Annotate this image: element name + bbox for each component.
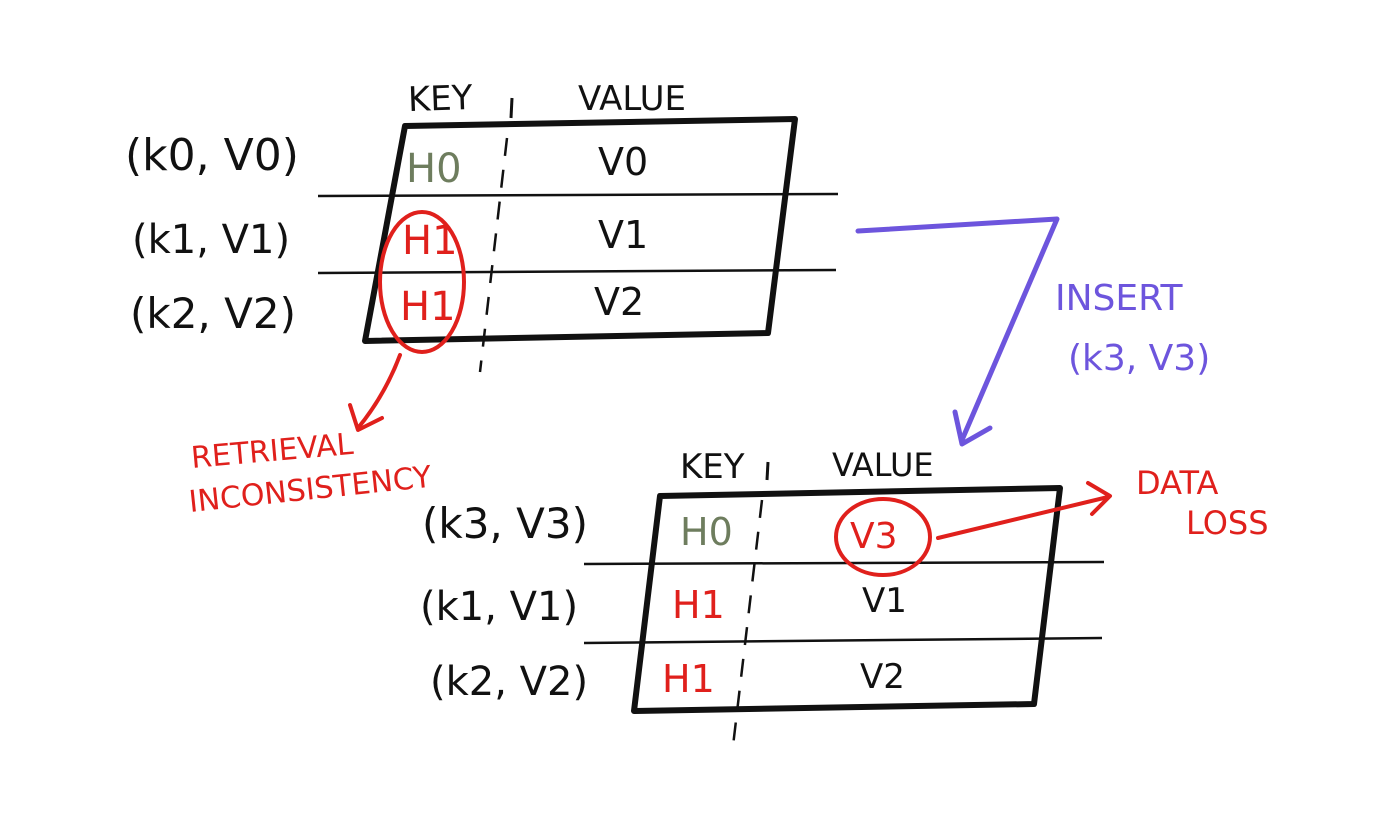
- data-loss-arrowhead: [1086, 481, 1112, 516]
- insert-label-line1: INSERT: [1055, 278, 1184, 319]
- retrieval-arrow: [356, 353, 402, 430]
- data-loss-annotation: DATA LOSS: [936, 464, 1269, 542]
- insert-label-line2: (k3, V3): [1068, 338, 1210, 379]
- bottom-table-frame: [631, 485, 1063, 714]
- bottom-value-1: V1: [862, 581, 907, 621]
- insert-annotation: INSERT (k3, V3): [855, 216, 1210, 447]
- bottom-pair-2: (k2, V2): [430, 659, 588, 705]
- top-table-frame: [362, 116, 798, 344]
- top-value-2: V2: [594, 280, 644, 324]
- top-value-1: V1: [598, 213, 648, 257]
- top-key-header: KEY: [407, 78, 473, 120]
- bottom-pair-1: (k1, V1): [420, 584, 578, 630]
- top-row-line-1: [317, 192, 839, 198]
- bottom-key-header: KEY: [680, 447, 745, 487]
- data-loss-label-line1: DATA: [1136, 464, 1219, 502]
- bottom-row-line-1: [583, 560, 1105, 566]
- bottom-table: KEY VALUE (k3, V3) (k1, V1) (k2, V2) H0 …: [420, 446, 1105, 747]
- bottom-value-0: V3: [850, 516, 898, 557]
- bottom-header-divider-tick: [765, 461, 770, 481]
- bottom-hash-0: H0: [680, 510, 733, 554]
- top-pair-0: (k0, V0): [125, 130, 299, 181]
- data-loss-arrow: [936, 495, 1110, 540]
- retrieval-annotation: RETRIEVAL INCONSISTENCY: [187, 353, 434, 520]
- bottom-row-line-2: [583, 636, 1103, 645]
- insert-arrow: [855, 216, 1060, 443]
- insert-arrowhead: [952, 409, 993, 447]
- retrieval-arrowhead: [348, 403, 384, 432]
- top-value-0: V0: [598, 140, 648, 184]
- top-pair-2: (k2, V2): [130, 289, 296, 338]
- top-hash-2: H1: [400, 284, 456, 330]
- top-hash-1: H1: [402, 218, 458, 264]
- bottom-value-2: V2: [860, 657, 905, 697]
- top-row-line-2: [317, 268, 837, 275]
- bottom-hash-2: H1: [662, 657, 715, 701]
- top-pair-1: (k1, V1): [132, 217, 290, 263]
- bottom-hash-1: H1: [672, 583, 725, 627]
- bottom-value-header: VALUE: [832, 446, 934, 484]
- overwrite-circle: [834, 497, 932, 577]
- top-header-divider-tick: [509, 97, 514, 119]
- bottom-pair-0: (k3, V3): [422, 499, 588, 548]
- data-loss-label-line2: LOSS: [1186, 504, 1269, 542]
- collision-circle: [378, 210, 466, 354]
- top-hash-0: H0: [406, 146, 462, 192]
- top-key-value-divider: [478, 137, 509, 373]
- bottom-key-value-divider: [731, 499, 764, 747]
- top-value-header: VALUE: [578, 79, 686, 119]
- top-table: KEY VALUE (k0, V0) (k1, V1) (k2, V2) H0 …: [125, 78, 839, 373]
- retrieval-label-line1: RETRIEVAL: [190, 427, 355, 476]
